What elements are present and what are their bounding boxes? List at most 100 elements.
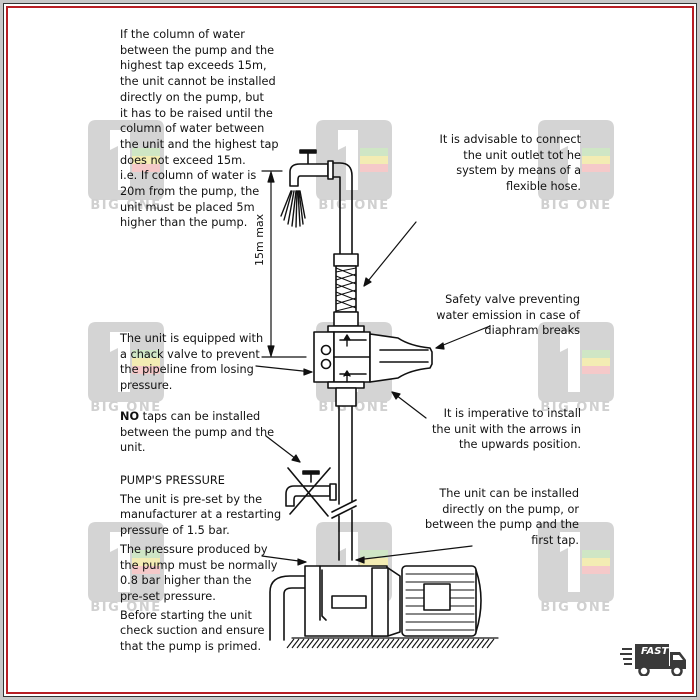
hatch-mark	[301, 638, 310, 649]
text-line: column of water between	[120, 122, 265, 136]
text-line: It is advisable to connect	[439, 133, 581, 146]
hatch-mark	[366, 638, 375, 649]
fast-label: FAST	[641, 646, 669, 657]
pump-pressure-para-2: The pressure produced by the pump must be…	[120, 542, 281, 605]
hatch-mark	[296, 638, 305, 649]
text-line: flexible hose.	[505, 180, 581, 194]
note-check-valve: The unit is equipped with a chack valve t…	[120, 331, 263, 394]
hatch-mark	[336, 638, 345, 649]
no-taps-line: taps can be installed	[139, 410, 261, 423]
hatch-mark	[331, 638, 340, 649]
delivery-truck-icon	[620, 644, 686, 677]
text-line: the unit outlet tot he	[463, 148, 581, 162]
no-taps-line: between the pump and the	[120, 425, 275, 439]
text-line: does not exceed 15m.	[120, 153, 246, 167]
text-line: between the pump and the	[120, 43, 275, 57]
text-line: directly on the pump, or	[442, 502, 579, 516]
text-line: a chack valve to prevent	[120, 347, 260, 361]
highest-tap-icon	[280, 149, 353, 256]
hatch-mark	[321, 638, 330, 649]
text-line: Before starting the unit	[120, 608, 252, 622]
text-line: higher than the pump.	[120, 216, 248, 230]
hatch-mark	[361, 638, 370, 649]
text-line: The unit can be installed	[439, 487, 579, 500]
fast-delivery-badge: FAST	[620, 640, 692, 677]
text-line: it has to be raised until the	[120, 106, 273, 120]
pump-pressure-para-3: Before starting the unit check suction an…	[120, 608, 281, 655]
text-line: system by means of a	[456, 164, 581, 178]
hatch-mark	[441, 638, 450, 649]
hatch-mark	[401, 638, 410, 649]
text-line: pre-set pressure.	[120, 589, 216, 603]
hatch-mark	[436, 638, 445, 649]
note-flexible-hose: It is advisable to connect the unit outle…	[439, 132, 581, 195]
hatch-mark	[351, 638, 360, 649]
flexible-hose	[335, 265, 357, 313]
hatch-mark	[376, 638, 385, 649]
text-line: the unit with the arrows in	[432, 422, 581, 436]
text-line: the pump must be normally	[120, 558, 278, 572]
hatch-mark	[316, 638, 325, 649]
hatch-mark	[486, 638, 495, 649]
note-no-taps: NO taps can be installed between the pum…	[120, 409, 274, 456]
note-install-location: The unit can be installed directly on the…	[425, 486, 579, 549]
hatch-mark	[466, 638, 475, 649]
text-line: between the pump and the	[424, 518, 579, 532]
pump-pressure-para-1: The unit is pre-set by the manufacturer a…	[120, 492, 281, 539]
ground-hatch-marks	[286, 638, 495, 649]
text-line: The pressure produced by	[120, 542, 268, 556]
hatch-mark	[381, 638, 390, 649]
note-pump-pressure: PUMP'S PRESSURE The unit is pre-set by t…	[120, 473, 281, 655]
hatch-mark	[476, 638, 485, 649]
text-line: pressure of 1.5 bar.	[120, 524, 230, 538]
hatch-mark	[411, 638, 420, 649]
pump-pressure-heading: PUMP'S PRESSURE	[120, 474, 225, 487]
red-border	[6, 6, 694, 694]
hose-fitting	[333, 253, 359, 267]
text-line: i.e. If column of water is	[120, 169, 257, 183]
text-line: unit must be placed 5m	[120, 200, 255, 214]
text-line: If the column of water	[120, 28, 245, 41]
hatch-mark	[341, 638, 350, 649]
text-line: the upwards position.	[458, 438, 581, 452]
text-line: Safety valve preventing	[445, 293, 580, 306]
text-line: 0.8 bar higher than the	[120, 574, 252, 588]
text-line: that the pump is primed.	[120, 640, 262, 654]
dimension-line	[261, 170, 307, 358]
hatch-mark	[306, 638, 315, 649]
hatch-mark	[346, 638, 355, 649]
crossed-out-tap-icon	[285, 467, 337, 517]
hatch-mark	[386, 638, 395, 649]
text-line: highest tap exceeds 15m,	[120, 59, 267, 73]
hatch-mark	[286, 638, 295, 649]
text-line: the pipeline from losing	[120, 363, 254, 377]
leader-arrows	[255, 221, 491, 566]
text-line: The unit is equipped with	[120, 332, 264, 345]
hatch-mark	[396, 638, 405, 649]
text-line: diaphram breaks	[484, 324, 580, 338]
hatch-mark	[456, 638, 465, 649]
hatch-mark	[326, 638, 335, 649]
hatch-mark	[406, 638, 415, 649]
no-emphasis: NO	[120, 410, 140, 423]
text-line: first tap.	[531, 534, 579, 548]
hatch-mark	[371, 638, 380, 649]
hatch-mark	[461, 638, 470, 649]
hatch-mark	[311, 638, 320, 649]
text-line: pressure.	[120, 379, 173, 393]
text-line: It is imperative to install	[443, 407, 581, 420]
note-column-of-water: If the column of water between the pump a…	[120, 27, 279, 231]
hatch-mark	[431, 638, 440, 649]
hatch-mark	[446, 638, 455, 649]
hatch-mark	[426, 638, 435, 649]
text-line: The unit is pre-set by the	[120, 492, 263, 506]
pressure-control-unit	[313, 325, 433, 389]
text-line: check suction and ensure	[120, 624, 265, 638]
text-line: manufacturer at a restarting	[120, 508, 282, 522]
hatch-mark	[291, 638, 300, 649]
hatch-mark	[356, 638, 365, 649]
hatch-mark	[421, 638, 430, 649]
note-arrows-upwards: It is imperative to install the unit with…	[432, 406, 581, 453]
